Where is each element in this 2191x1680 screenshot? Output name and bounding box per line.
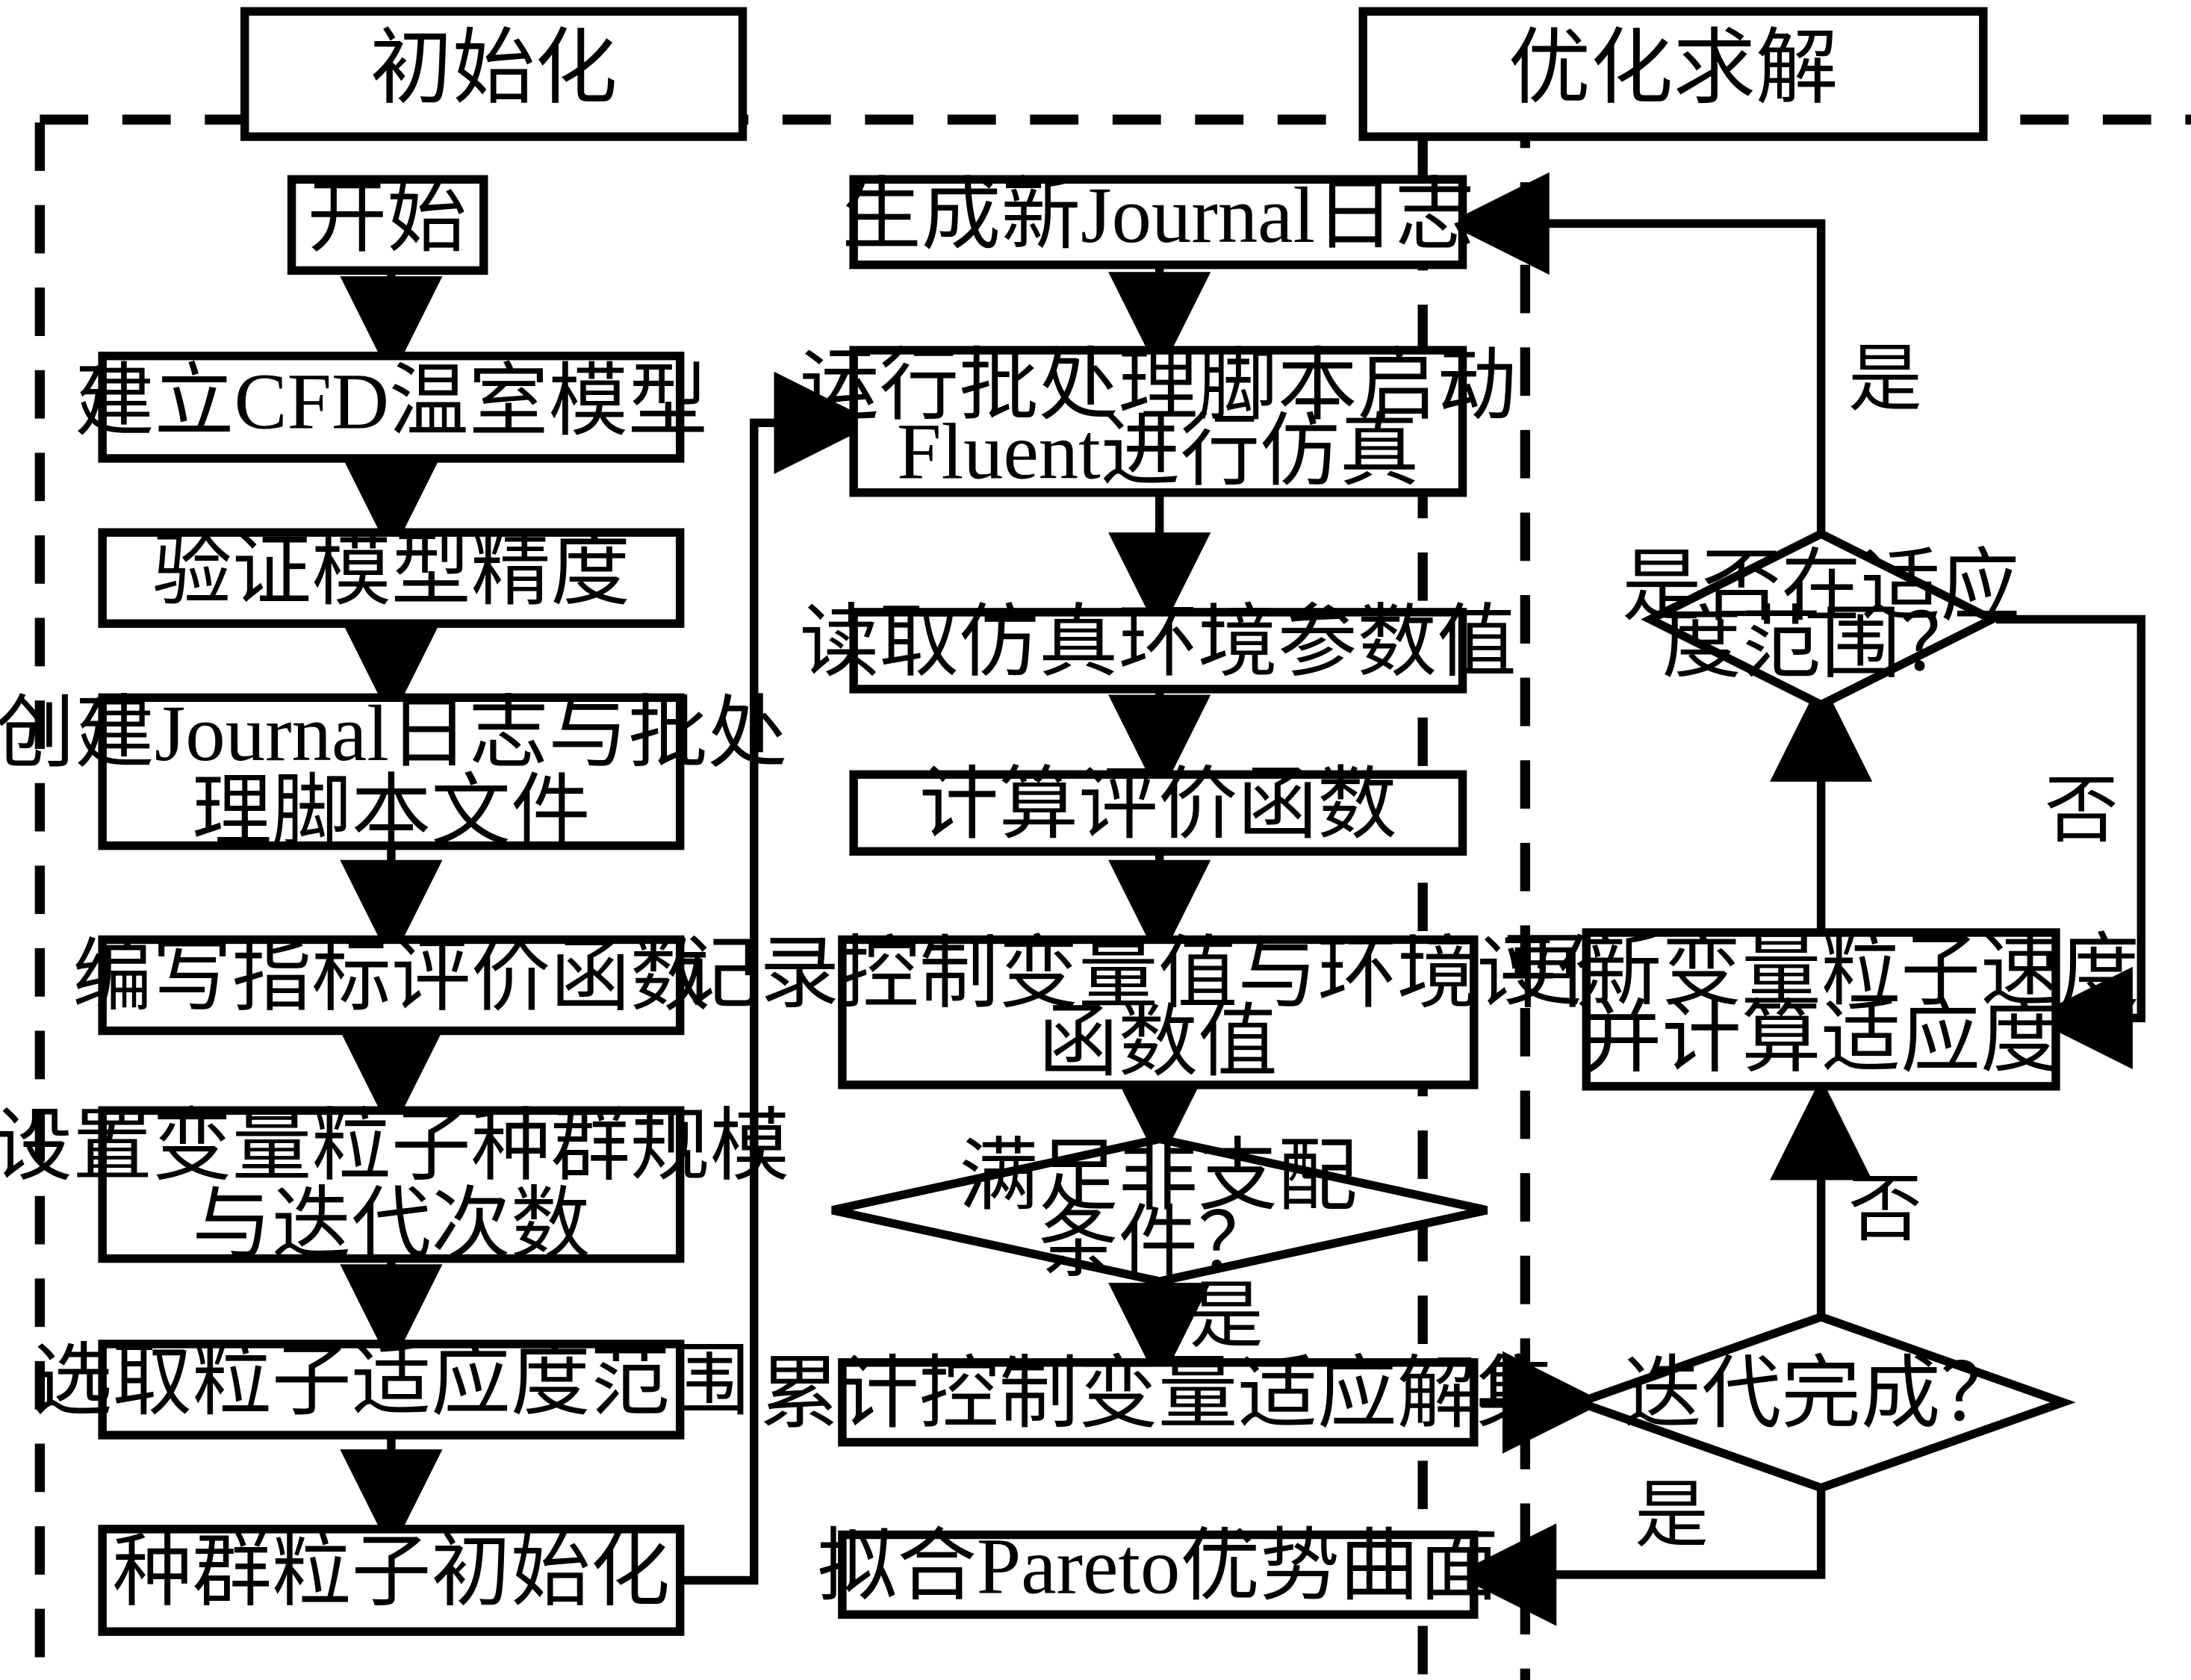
- node-update-velocity-label-line1: 更新变量粒子速度: [1502, 927, 2139, 1015]
- node-init-pop-box[interactable]: [98, 1525, 685, 1636]
- node-start-box[interactable]: [287, 175, 488, 276]
- node-in-fitness-range-decision[interactable]: [1641, 529, 2002, 710]
- edge-label-iterdone-no: 否: [1848, 1169, 1922, 1251]
- node-record-box[interactable]: [838, 935, 1479, 1089]
- panel-header-optimization-box: [1358, 7, 1988, 141]
- node-fit-range-label: 选取粒子适应度范围: [33, 1337, 750, 1425]
- node-record-label-line1: 记录控制变量值与环境评价: [680, 930, 1636, 1018]
- panel-header-initialization-box: [240, 7, 748, 141]
- node-accumulate-label: 累计控制变量适应解集: [759, 1351, 1556, 1439]
- node-in-fitness-range-label-line2: 度范围？: [1662, 600, 1980, 688]
- node-set-pop-label-line1: 设置变量粒子种群规模: [0, 1103, 789, 1191]
- node-update-velocity-label-line2: 并计算适应度: [1582, 995, 2060, 1083]
- panel-optimization-border: [1520, 114, 2191, 1680]
- node-nondominated-label-line2: 条件？: [1039, 1200, 1278, 1288]
- node-init-pop-label: 种群粒子初始化: [113, 1528, 671, 1617]
- node-journal-box[interactable]: [98, 693, 685, 850]
- node-cfd-model-label: 建立CFD温室模型: [75, 358, 708, 447]
- node-cfd-model-box[interactable]: [98, 351, 685, 463]
- node-nondominated-decision[interactable]: [831, 1134, 1488, 1286]
- node-calc-fn-box[interactable]: [849, 770, 1467, 856]
- panel-header-optimization-label: 优化求解: [1508, 22, 1839, 113]
- node-iteration-done-decision[interactable]: [1566, 1312, 2076, 1493]
- panel-header-initialization-label: 初始化: [370, 22, 617, 113]
- node-read-params-label: 读取仿真环境参数值: [800, 599, 1517, 687]
- node-pareto-label: 拟合Pareto优势曲面: [818, 1522, 1499, 1611]
- node-start-label: 开始: [308, 175, 467, 263]
- node-read-params-box[interactable]: [849, 608, 1467, 694]
- node-set-pop-box[interactable]: [98, 1106, 685, 1263]
- node-journal-label-line2: 理脚本文件: [192, 768, 590, 856]
- node-write-fn-label: 编写指标评价函数: [72, 933, 709, 1021]
- node-nondominated-label-line1: 满足非支配: [959, 1133, 1357, 1221]
- node-in-fitness-range-label-line1: 是否在适应: [1622, 544, 2020, 632]
- node-run-batch-label-line2: Fluent进行仿真: [897, 408, 1419, 496]
- node-run-batch-box[interactable]: [849, 346, 1467, 497]
- node-verify-label: 验证模型精度: [152, 528, 630, 616]
- node-new-journal-label: 生成新Journal日志: [842, 172, 1474, 260]
- node-run-batch-label-line1: 运行批处理脚本启动: [800, 343, 1517, 431]
- node-record-label-line2: 函数值: [1039, 999, 1278, 1087]
- node-iteration-done-label: 迭代完成？: [1622, 1351, 2020, 1439]
- node-pareto-box[interactable]: [838, 1530, 1479, 1620]
- edge-label-iterdone-yes: 是: [1635, 1475, 1709, 1557]
- node-calc-fn-label: 计算评价函数: [919, 761, 1397, 849]
- node-write-fn-box[interactable]: [98, 935, 685, 1036]
- edge-label-inrange-yes: 是: [1848, 339, 1922, 420]
- node-fit-range-box[interactable]: [98, 1340, 685, 1440]
- edge-initpop-to-runbatch: [680, 371, 877, 1585]
- node-accumulate-box[interactable]: [838, 1358, 1479, 1447]
- edge-label-inrange-no: 否: [2045, 771, 2119, 852]
- edge-inrange-yes-to-newjournal: [1446, 172, 1826, 535]
- node-new-journal-box[interactable]: [849, 175, 1467, 270]
- edge-inrange-no-to-updatev: [1995, 615, 2146, 1069]
- edge-label-nondominated-yes: 是: [1190, 1276, 1264, 1357]
- node-update-velocity-box[interactable]: [1582, 928, 2060, 1091]
- node-journal-label-line1: 创建Journal日志与批处: [0, 690, 787, 778]
- node-verify-box[interactable]: [98, 528, 685, 628]
- node-set-pop-label-line2: 与迭代次数: [192, 1181, 590, 1269]
